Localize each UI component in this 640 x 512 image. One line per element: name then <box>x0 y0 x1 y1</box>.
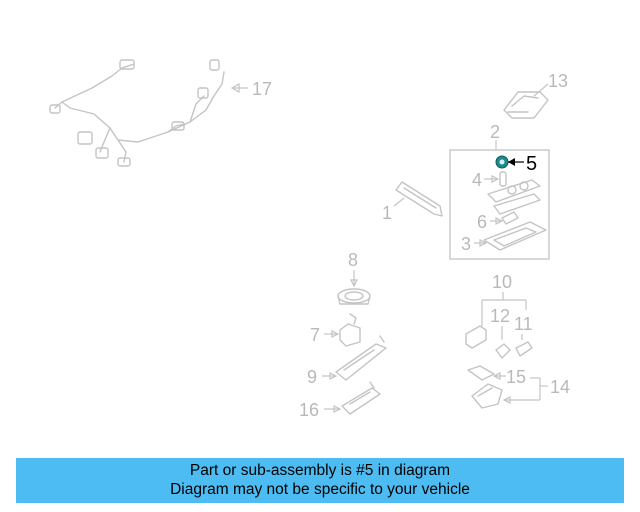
callout-5: 5 <box>526 153 537 175</box>
callout-3: 3 <box>461 234 471 254</box>
lens-part-1 <box>395 181 443 217</box>
callout-1: 1 <box>382 203 392 223</box>
connector-part-10 <box>465 325 487 349</box>
clip-part-6 <box>501 211 519 225</box>
assembly-2-box <box>449 149 550 260</box>
callout-2: 2 <box>490 122 500 142</box>
lamp-part-16 <box>341 381 381 415</box>
lens-plate <box>487 179 541 215</box>
caption-banner: Part or sub-assembly is #5 in diagram Di… <box>16 458 624 503</box>
lamp-part-14 <box>471 383 503 409</box>
callout-16: 16 <box>299 400 319 420</box>
callout-12: 12 <box>490 306 510 326</box>
socket-part-4 <box>499 171 507 187</box>
ring-part-8 <box>337 288 371 305</box>
callout-14: 14 <box>550 377 570 397</box>
callout-13: 13 <box>548 71 568 91</box>
dome-lamp-part <box>503 91 549 119</box>
callout-10: 10 <box>492 272 512 292</box>
callout-17: 17 <box>252 79 272 99</box>
holder-part-7 <box>339 313 361 347</box>
bulb-part-11 <box>515 341 533 357</box>
callout-9: 9 <box>307 367 317 387</box>
bulb-part-15 <box>467 365 495 381</box>
callout-15: 15 <box>506 367 526 387</box>
callout-4: 4 <box>472 170 482 190</box>
caption-line-1: Part or sub-assembly is #5 in diagram <box>189 462 451 479</box>
bulb-part-12 <box>495 343 511 359</box>
callout-11: 11 <box>514 314 533 334</box>
caption-line-2: Diagram may not be specific to your vehi… <box>170 481 470 498</box>
callout-6: 6 <box>477 212 487 232</box>
base-plate-part-3 <box>483 221 547 251</box>
parts-diagram: 17 13 2 5 4 6 3 <box>49 59 570 420</box>
bulb-part-5-highlighted <box>495 155 509 169</box>
callout-7: 7 <box>310 325 320 345</box>
wiring-harness-part <box>49 59 225 167</box>
callout-8: 8 <box>348 250 358 270</box>
lamp-part-9 <box>335 335 387 381</box>
